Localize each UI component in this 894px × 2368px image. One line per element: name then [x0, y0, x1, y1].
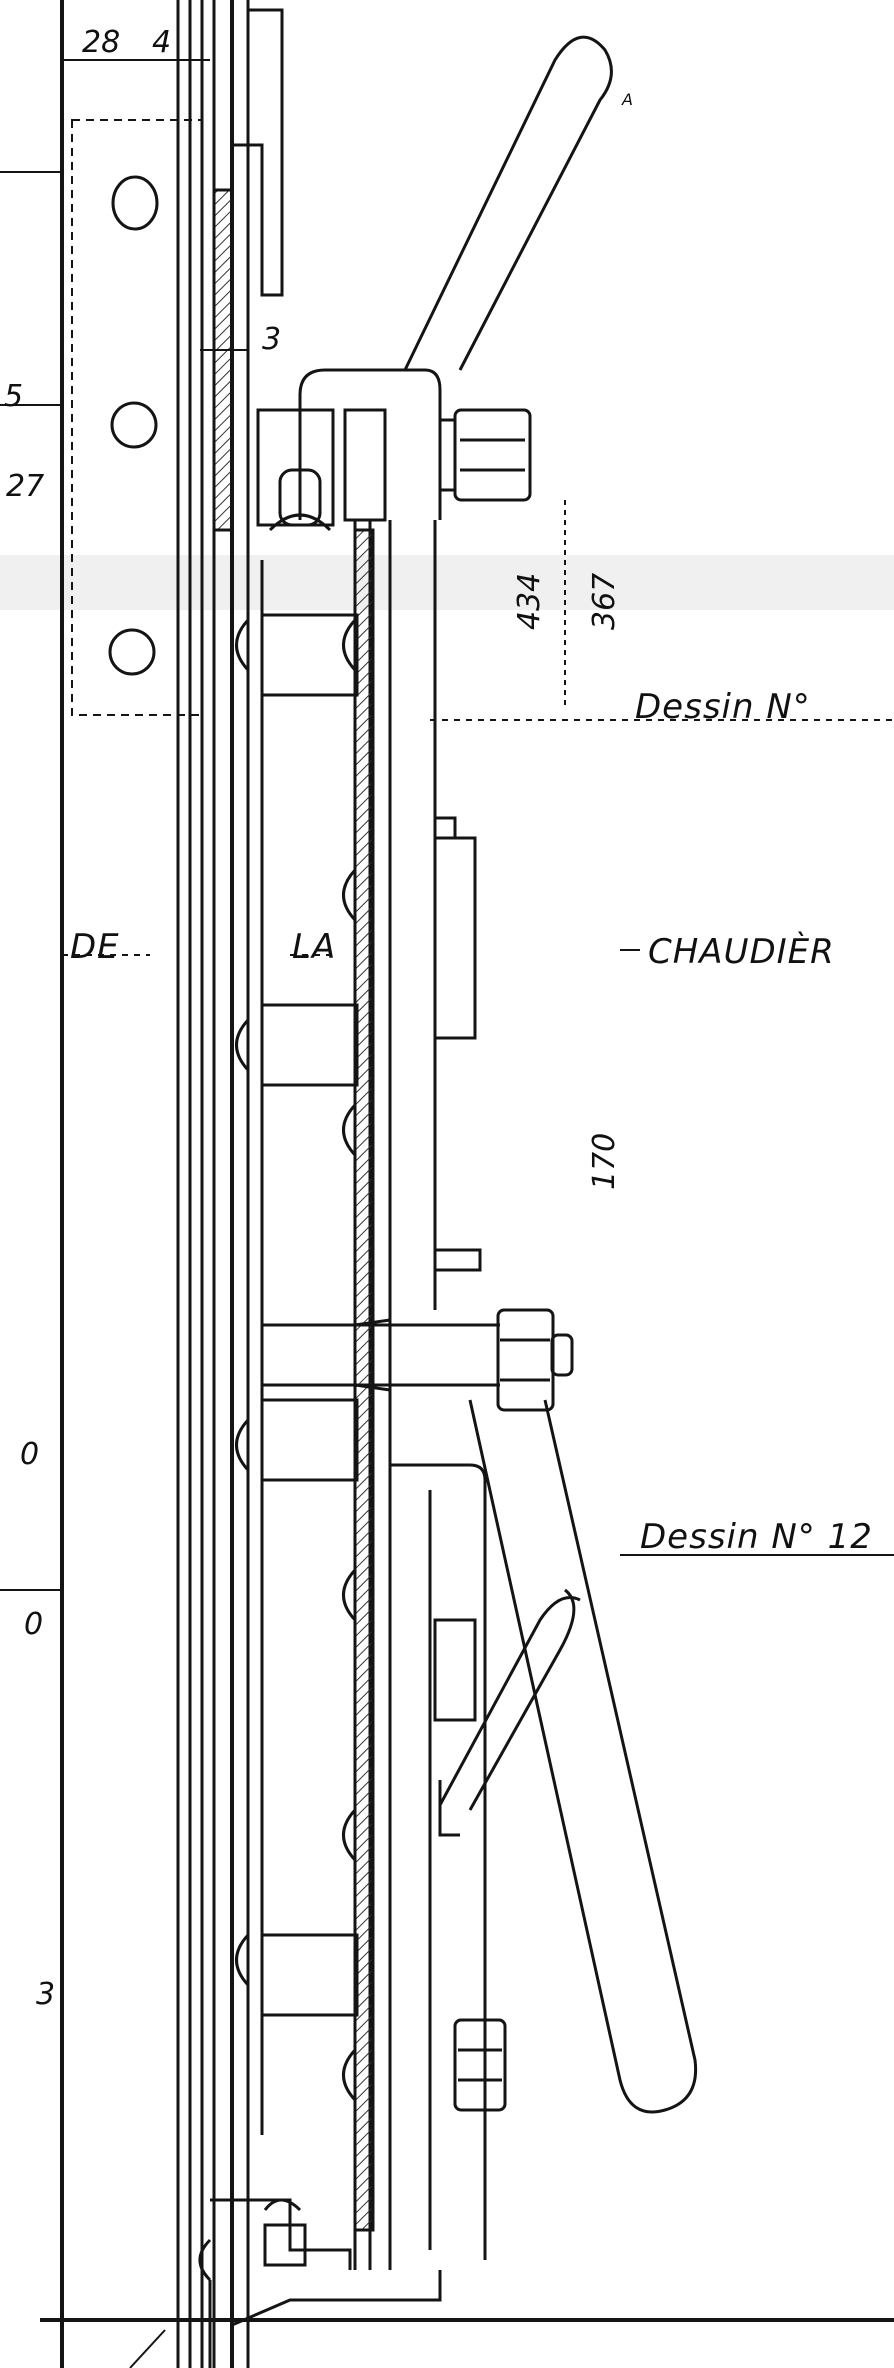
dessin-bottom-label: Dessin N° 12	[640, 1517, 873, 1557]
side-box	[433, 816, 457, 840]
latch-bracket	[298, 368, 442, 520]
top-nut	[453, 408, 532, 502]
dessin-top-label: Dessin N°	[635, 687, 811, 727]
dim-4: 4	[152, 25, 172, 60]
dim-3: 3	[262, 322, 282, 357]
latch-block	[343, 408, 387, 522]
dashed-plate	[71, 119, 203, 716]
rivets	[198, 618, 357, 2282]
lower-bracket	[390, 1463, 487, 2260]
la-label: LA	[292, 927, 337, 967]
foot-base	[231, 2270, 442, 2327]
dim-0-b: 0	[24, 1607, 44, 1642]
hole	[111, 175, 159, 231]
dim-367: 367	[587, 572, 622, 630]
point-a-label: A	[622, 90, 634, 109]
inner-frame	[260, 1398, 359, 1482]
paper-smudge	[0, 555, 894, 610]
dim-28: 28	[82, 25, 121, 60]
diagonal-brace	[438, 1596, 581, 1806]
bolt-head	[353, 1318, 392, 1392]
scratch	[129, 2329, 166, 2368]
upper-plate	[232, 8, 284, 297]
lower-nut	[453, 2018, 507, 2112]
latch-body	[256, 408, 335, 527]
dim-0-a: 0	[20, 1437, 40, 1472]
side-box	[433, 1248, 482, 1272]
de-label: DE	[70, 927, 120, 967]
latch-rivet	[268, 513, 332, 532]
lower-box	[433, 1618, 477, 1722]
bottom-foot	[210, 2198, 352, 2270]
inner-frame	[260, 1003, 359, 1087]
middle-nut	[496, 1308, 555, 1412]
hole	[110, 401, 158, 449]
dim-5: 5	[4, 379, 24, 414]
dim-434: 434	[512, 572, 547, 630]
inner-frame	[260, 1933, 359, 2017]
hatched-strip	[212, 188, 234, 532]
dim-170: 170	[587, 1132, 622, 1190]
latch-pin	[278, 468, 322, 527]
side-box	[433, 836, 477, 1040]
hole	[108, 628, 156, 676]
inner-frame	[260, 613, 359, 697]
top-handle	[403, 35, 613, 371]
dim-27: 27	[6, 469, 45, 504]
dim-3-b: 3	[36, 1977, 56, 2012]
chaudiere-label: CHAUDIÈR	[648, 932, 835, 972]
lower-handle	[468, 1399, 698, 2114]
